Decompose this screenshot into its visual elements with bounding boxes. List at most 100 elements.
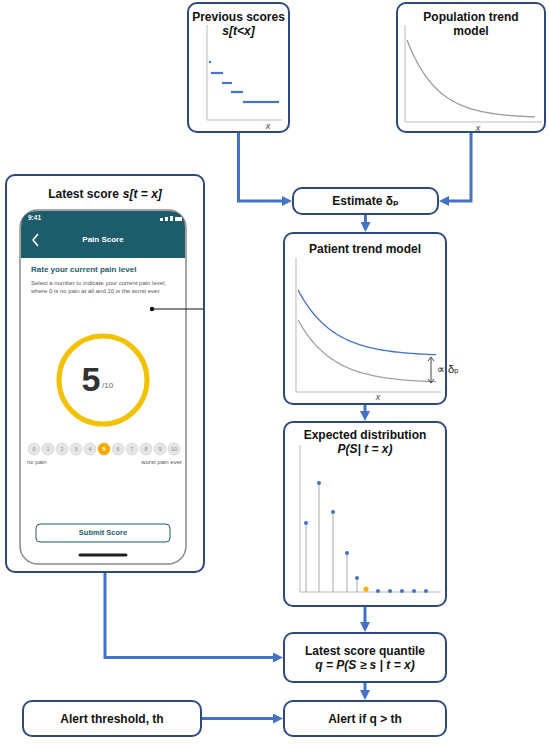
annotation-label: 6	[112, 446, 124, 452]
population-trend-plot	[405, 25, 542, 122]
annotation-label: 5	[80, 362, 102, 396]
annotation-label: Select a number to indicate your current…	[31, 280, 179, 296]
annotation-label: 9	[154, 446, 166, 452]
box-title: Patient trend model	[285, 242, 445, 256]
scale-circle	[168, 443, 180, 455]
offset-bracket	[428, 357, 434, 383]
stem-dot	[400, 589, 404, 593]
process-box: Alert if q > th	[283, 700, 447, 737]
annotation-label: 2	[56, 446, 68, 452]
scale-circle	[140, 443, 152, 455]
process-box: Latest score quantileq = P(S ≥ s | t = x…	[283, 632, 447, 683]
flow-arrow	[447, 133, 471, 201]
back-chevron	[33, 234, 38, 246]
flow-arrow	[105, 573, 275, 658]
annotation-label: x	[372, 392, 384, 402]
plot-axes	[207, 25, 282, 120]
annotation-label: 1	[42, 446, 54, 452]
flow-arrow	[364, 405, 367, 413]
box-title: Previous scores	[189, 10, 288, 24]
stem-dot	[363, 586, 368, 591]
trend-curve	[407, 40, 535, 117]
phone-frame	[20, 210, 186, 564]
stem-line	[333, 512, 334, 592]
scale-circle	[28, 443, 40, 455]
annotation-label: ∝ δₚ	[437, 363, 477, 376]
stem-line	[319, 483, 320, 592]
stem-dot	[304, 521, 308, 525]
stem-dot	[345, 551, 349, 555]
box-subtitle: P(S| t = x)	[285, 442, 445, 456]
leader-dot	[150, 307, 154, 311]
score-dot	[277, 101, 279, 103]
score-ring	[59, 336, 147, 424]
score-dot	[221, 72, 223, 74]
phone-illustration	[20, 210, 186, 564]
box-title: Estimate δₚ	[332, 194, 398, 208]
stem-line	[357, 578, 358, 592]
stem-dot	[355, 576, 359, 580]
patient-curve	[298, 290, 436, 355]
process-box: Previous scoress[t<x]	[187, 2, 290, 133]
flow-arrow	[364, 607, 367, 624]
annotation-label: 8	[140, 446, 152, 452]
leader-line	[152, 309, 205, 310]
process-box: Alert threshold, th	[22, 700, 202, 737]
score-dot	[230, 82, 232, 84]
box-title: Latest score	[48, 187, 119, 201]
box-title: Expected distribution	[285, 428, 445, 442]
box-subtitle: q = P(S ≥ s | t = x)	[315, 658, 414, 672]
scale-circle	[84, 443, 96, 455]
box-subtitle: s[t<x]	[189, 24, 288, 38]
scale-circle	[154, 443, 166, 455]
box-title: Latest score quantile	[305, 644, 425, 658]
stem-dot	[424, 589, 428, 593]
battery-icon	[175, 217, 182, 221]
status-icon	[160, 218, 163, 221]
flow-arrow	[202, 717, 275, 720]
box-title: Alert if q > th	[328, 712, 402, 726]
annotation-label: Rate your current pain level	[31, 265, 181, 274]
process-box: Patient trend model	[283, 232, 447, 405]
annotation-label: x	[472, 123, 484, 133]
annotation-label: 9:41	[28, 214, 58, 221]
previous-scores-plot	[207, 25, 282, 120]
annotation-label: 0	[28, 446, 40, 452]
scale-circle	[98, 443, 110, 455]
plot-axes	[300, 445, 441, 592]
status-icon	[170, 216, 173, 221]
annotation-label: worst pain ever	[120, 459, 182, 466]
process-box: Expected distributionP(S| t = x)	[283, 421, 447, 607]
annotation-label: 7	[126, 446, 138, 452]
annotation-label: 5	[98, 446, 110, 452]
process-box: Population trend model	[396, 2, 546, 133]
stem-dot	[331, 510, 335, 514]
annotation-label: x	[262, 121, 274, 131]
home-indicator	[80, 554, 126, 557]
patient-trend-plot	[296, 258, 441, 392]
stem-dot	[376, 589, 380, 593]
process-box: Latest score s[t = x]	[5, 174, 205, 573]
annotation-label: 4	[84, 446, 96, 452]
box-subtitle: s[t = x]	[123, 187, 162, 201]
scale-circle	[42, 443, 54, 455]
flow-arrow	[364, 215, 367, 224]
annotation-label: Pain Score	[50, 235, 156, 244]
process-box: Estimate δₚ	[292, 187, 439, 215]
scale-circle	[112, 443, 124, 455]
annotation-label: no pain	[27, 459, 67, 466]
annotation-label: /10	[102, 381, 122, 390]
stem-line	[306, 523, 307, 592]
submit-button	[36, 524, 170, 542]
stem-line	[347, 553, 348, 592]
scale-circle	[70, 443, 82, 455]
plot-axes	[405, 25, 542, 122]
box-title: Population trend model	[412, 10, 530, 38]
stem-dot	[317, 481, 321, 485]
flow-arrow	[364, 683, 367, 692]
stem-dot	[412, 589, 416, 593]
stem-dot	[388, 589, 392, 593]
annotation-label: 10	[168, 446, 180, 452]
flow-arrow	[239, 133, 285, 201]
